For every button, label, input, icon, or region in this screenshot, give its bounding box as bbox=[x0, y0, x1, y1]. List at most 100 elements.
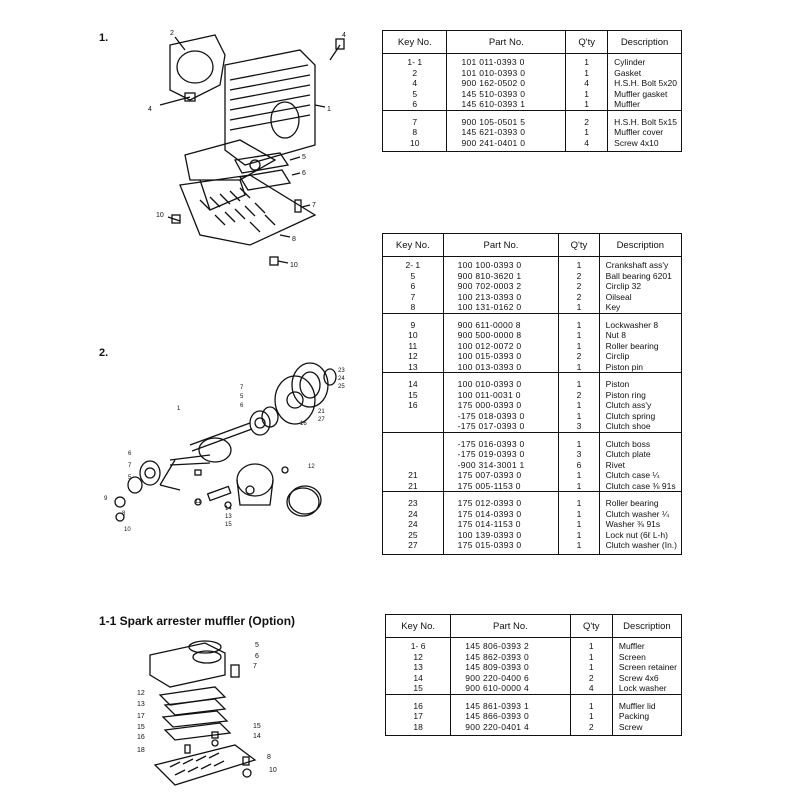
header-desc: Description bbox=[607, 30, 682, 54]
cell-key: 15 bbox=[384, 683, 452, 694]
cell-qty: 1 bbox=[558, 400, 600, 411]
cell-key: 21 bbox=[382, 470, 444, 481]
callout-6b: 6 bbox=[128, 451, 132, 457]
cell-key: 10 bbox=[382, 330, 444, 341]
cell-key: 6 bbox=[381, 99, 448, 110]
cell-key: 5 bbox=[382, 270, 444, 281]
cell-qty: 4 bbox=[565, 137, 609, 152]
cell-qty: 1 bbox=[558, 372, 600, 390]
cell-key: 25 bbox=[382, 529, 444, 540]
header-qty: Q'ty bbox=[565, 30, 609, 54]
cell-part: 900 241-0401 0 bbox=[446, 137, 567, 152]
cell-qty: 3 bbox=[558, 421, 600, 432]
callout-5a: 5 bbox=[240, 394, 244, 400]
cell-part: 100 139-0393 0 bbox=[442, 529, 560, 540]
cell-desc: Ball bearing 6201 bbox=[598, 270, 683, 281]
callout-15b: 15 bbox=[253, 723, 261, 730]
cell-qty: 1 bbox=[565, 53, 609, 68]
cell-key: 13 bbox=[382, 361, 444, 373]
header-key: Key No. bbox=[384, 614, 452, 638]
cell-desc: Cylinder bbox=[607, 53, 682, 68]
callout-6: 6 bbox=[255, 653, 259, 660]
callout-13: 13 bbox=[225, 514, 232, 520]
cell-desc: Screen retainer bbox=[611, 662, 683, 673]
cell-desc: Clutch case ⅜ 91s bbox=[598, 480, 683, 492]
cell-desc: Washer ⅜ 91s bbox=[598, 519, 683, 530]
cell-qty: 1 bbox=[558, 470, 600, 481]
cell-part: -175 017-0393 0 bbox=[442, 421, 560, 432]
section-title-spark-arrester: 1-1 Spark arrester muffler (Option) bbox=[99, 614, 296, 628]
header-part: Part No. bbox=[450, 614, 571, 638]
cell-desc: Muffler cover bbox=[607, 127, 682, 138]
callout-13: 13 bbox=[137, 701, 145, 708]
cell-desc: Clutch boss bbox=[598, 431, 683, 449]
cell-qty: 1 bbox=[569, 693, 613, 711]
callout-7: 7 bbox=[253, 663, 257, 670]
cell-qty: 1 bbox=[558, 410, 600, 421]
header-desc: Description bbox=[611, 614, 683, 638]
cell-desc: Oilseal bbox=[598, 291, 683, 302]
cell-key: 1- 6 bbox=[384, 637, 452, 652]
cell-part: -175 018-0393 0 bbox=[442, 410, 560, 421]
callout-8: 8 bbox=[292, 236, 296, 243]
cell-key: 12 bbox=[384, 651, 452, 662]
cell-qty: 1 bbox=[569, 711, 613, 722]
cell-qty: 1 bbox=[558, 529, 600, 540]
callout-2: 2 bbox=[170, 30, 174, 37]
spark-arrester-diagram: 5 6 7 12 13 17 15 16 18 15 14 8 10 bbox=[137, 640, 277, 786]
cell-part: 175 015-0393 0 bbox=[442, 540, 560, 555]
header-qty: Q'ty bbox=[558, 233, 600, 257]
cell-key: 27 bbox=[382, 540, 444, 555]
callout-15: 15 bbox=[225, 522, 232, 528]
cell-part: 900 162-0502 0 bbox=[446, 78, 567, 89]
cell-desc: Circlip 32 bbox=[598, 281, 683, 292]
cell-desc: H.S.H. Bolt 5x15 bbox=[607, 109, 682, 127]
cell-desc: Muffler bbox=[607, 99, 682, 110]
cell-key bbox=[382, 449, 444, 460]
header-key: Key No. bbox=[381, 30, 448, 54]
section-label-1: 1. bbox=[99, 32, 109, 44]
cell-qty: 1 bbox=[565, 127, 609, 138]
callout-4b: 4 bbox=[148, 106, 152, 113]
cell-key: 16 bbox=[382, 400, 444, 411]
cell-part: 101 011-0393 0 bbox=[446, 53, 567, 68]
cell-qty: 6 bbox=[558, 459, 600, 470]
callout-5: 5 bbox=[255, 642, 259, 649]
cell-part: 100 012-0072 0 bbox=[442, 340, 560, 351]
cell-desc: Roller bearing bbox=[598, 340, 683, 351]
cell-desc: Lock washer bbox=[611, 683, 683, 694]
cell-desc: Clutch ass'y bbox=[598, 400, 683, 411]
callout-9: 9 bbox=[104, 496, 108, 502]
cell-part: 145 866-0393 0 bbox=[450, 711, 571, 722]
callout-10: 10 bbox=[269, 767, 277, 774]
cell-qty: 2 bbox=[558, 281, 600, 292]
cell-qty: 1 bbox=[558, 508, 600, 519]
cell-part: 100 011-0031 0 bbox=[442, 389, 560, 400]
cell-qty: 1 bbox=[558, 340, 600, 351]
cell-desc: H.S.H. Bolt 5x20 bbox=[607, 78, 682, 89]
cell-desc: Muffler gasket bbox=[607, 88, 682, 99]
cell-desc: Rivet bbox=[598, 459, 683, 470]
cell-part: 145 809-0393 0 bbox=[450, 662, 571, 673]
cell-part: 900 500-0000 8 bbox=[442, 330, 560, 341]
callout-4a: 4 bbox=[342, 32, 346, 39]
cell-desc: Muffler lid bbox=[611, 693, 683, 711]
cell-part: 175 014-0393 0 bbox=[442, 508, 560, 519]
cell-qty: 1 bbox=[558, 480, 600, 492]
